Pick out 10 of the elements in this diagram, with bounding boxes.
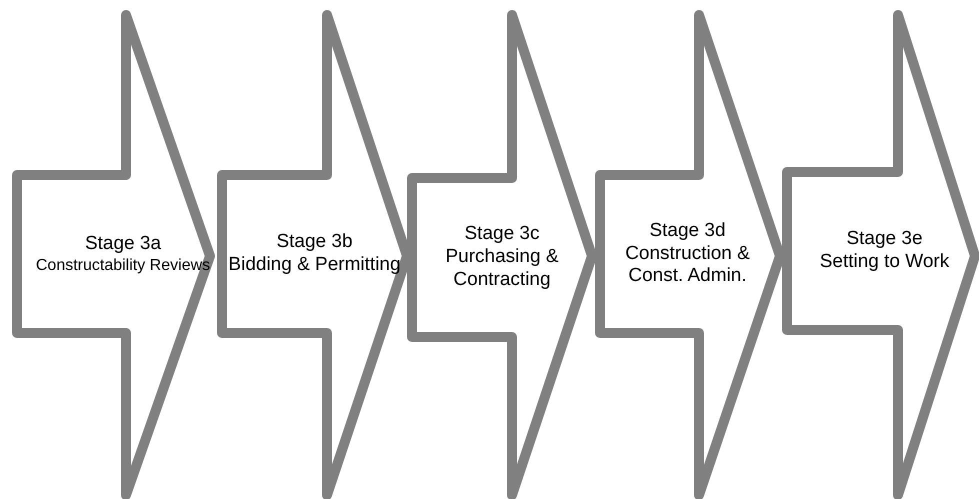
- stage-number: Stage 3c: [464, 223, 540, 246]
- stage-number: Stage 3e: [846, 228, 923, 251]
- stage-title: Purchasing & Contracting: [444, 246, 560, 292]
- stage-title: Construction & Const. Admin.: [624, 242, 751, 288]
- stage-title: Setting to Work: [820, 251, 950, 274]
- stage-number: Stage 3d: [649, 220, 726, 243]
- stage-number: Stage 3b: [276, 231, 353, 254]
- stage-title: Bidding & Permitting: [228, 254, 401, 277]
- stage-number: Stage 3a: [84, 233, 162, 256]
- stage-title: Constructability Reviews: [36, 256, 210, 275]
